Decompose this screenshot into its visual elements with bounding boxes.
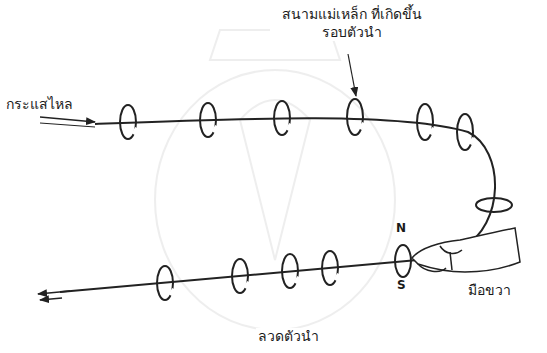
wire-label: ลวดตัวนำ bbox=[256, 328, 321, 346]
pole-label: N bbox=[395, 222, 407, 234]
field-label: สนามแม่เหล็ก ที่เกิดขึ้นรอบตัวนำ bbox=[270, 6, 434, 41]
current-label: กระแสไหล bbox=[4, 96, 75, 114]
watermark-seal bbox=[155, 30, 395, 330]
pole-label: S bbox=[396, 279, 407, 291]
hand-label: มือขวา bbox=[466, 282, 513, 300]
right-hand bbox=[412, 228, 520, 272]
